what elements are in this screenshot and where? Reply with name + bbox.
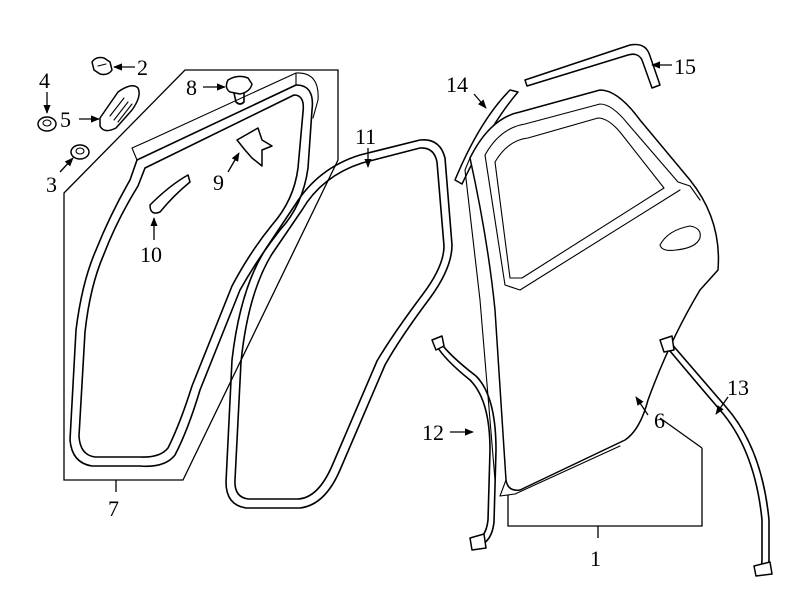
callout-label-7: 7 <box>108 496 119 521</box>
callout-labels: 1 2 3 4 5 6 7 8 9 10 11 12 13 14 15 <box>39 54 749 571</box>
door-shell-part-6 <box>464 89 720 497</box>
clip-part-8 <box>225 75 253 105</box>
callout-lines <box>43 61 729 538</box>
harness-part-13 <box>659 335 773 577</box>
callout-label-11: 11 <box>355 124 376 149</box>
callout-label-8: 8 <box>186 75 197 100</box>
callout-label-14: 14 <box>446 72 468 97</box>
bracket-part-5 <box>99 85 140 132</box>
bolt-part-2 <box>91 56 113 76</box>
callout-label-4: 4 <box>39 68 50 93</box>
pad-part-10 <box>149 174 191 214</box>
callout-label-10: 10 <box>140 242 162 267</box>
grommet-part-4 <box>37 116 57 132</box>
door-seal-part-11 <box>225 139 453 509</box>
moulding-part-15 <box>524 43 661 89</box>
callout-label-2: 2 <box>137 55 148 80</box>
harness-part-12 <box>431 335 497 551</box>
callout-label-3: 3 <box>46 172 57 197</box>
group-box-outline <box>63 69 339 481</box>
grommet-part-3 <box>70 144 90 160</box>
callout-label-12: 12 <box>422 420 444 445</box>
weatherstrip-part-7 <box>69 72 319 468</box>
callout-label-9: 9 <box>213 170 224 195</box>
bracket-part-9 <box>236 127 273 167</box>
callout-label-15: 15 <box>674 54 696 79</box>
callout-label-6: 6 <box>654 408 665 433</box>
callout-label-13: 13 <box>727 375 749 400</box>
callout-label-5: 5 <box>60 107 71 132</box>
callout-label-1: 1 <box>590 546 601 571</box>
